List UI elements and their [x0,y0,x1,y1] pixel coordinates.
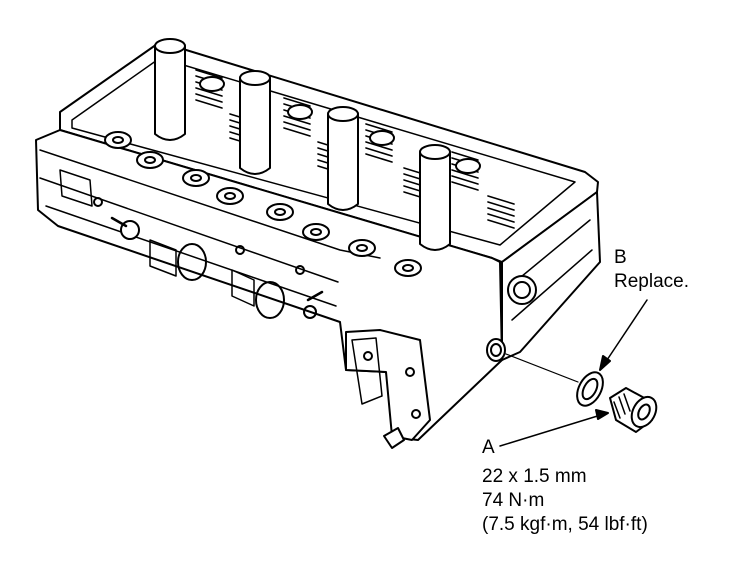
alignment-line [505,353,579,383]
callout-a-torque-alt: (7.5 kgf·m, 54 lbf·ft) [482,514,648,535]
spark-plug-tubes [154,38,451,251]
callout-b-text: Replace. [614,271,689,292]
oil-plug-bolt [609,387,658,433]
callout-a-torque: 74 N·m [482,490,545,511]
callout-a-letter: A [482,437,495,458]
callout-b-letter: B [614,247,627,268]
leader-arrow-b [599,299,648,371]
leader-arrow-a [499,409,609,447]
sealing-washer [576,371,604,407]
valve-retainers [104,76,481,277]
callout-a-size: 22 x 1.5 mm [482,466,587,487]
cylinder-head-body [35,41,601,449]
